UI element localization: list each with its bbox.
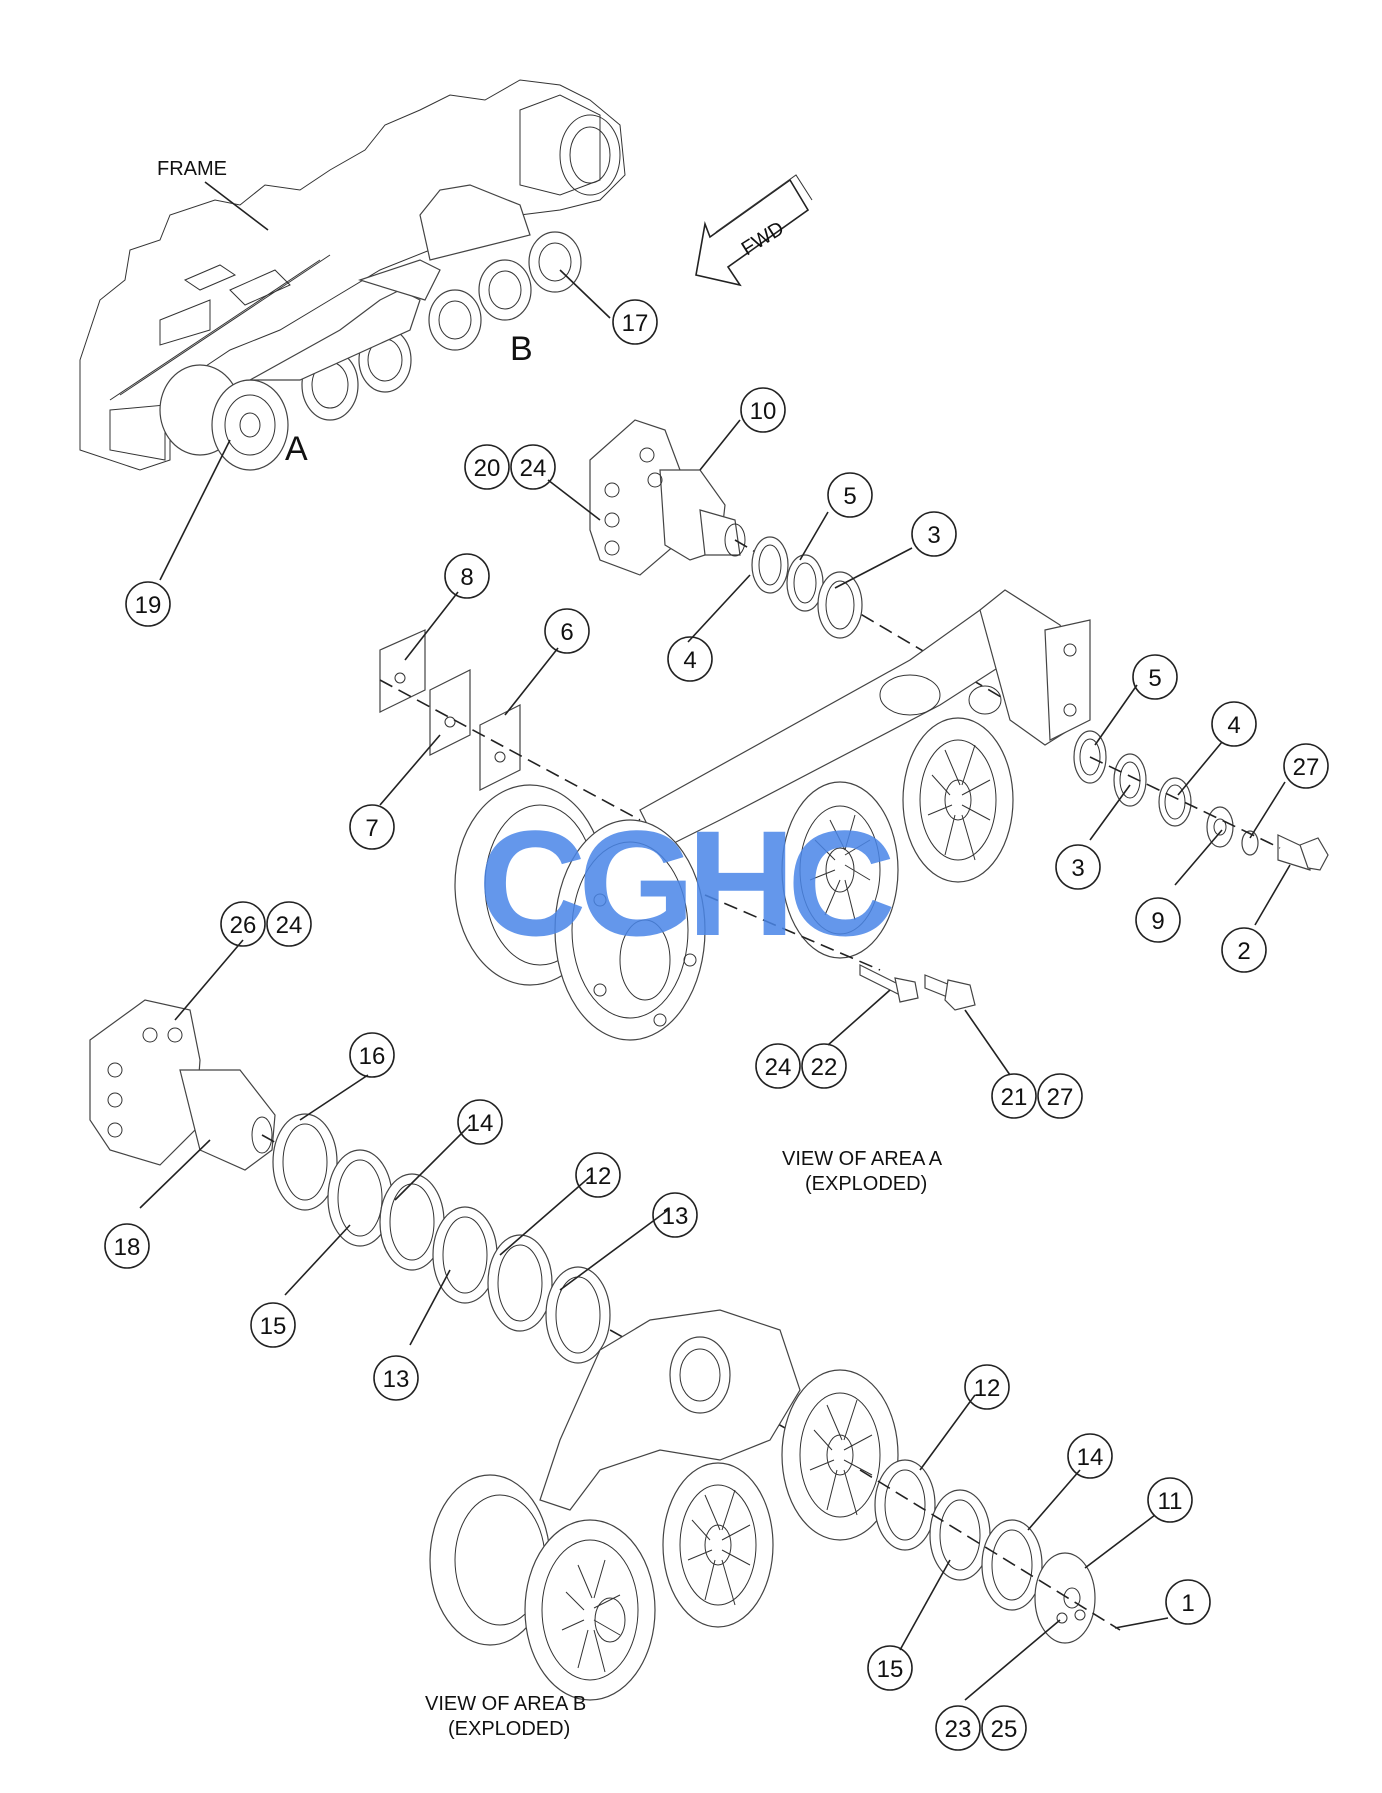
callout-27-b: 27 <box>1037 1073 1083 1119</box>
callout-3-b: 3 <box>1055 844 1101 890</box>
svg-text:24: 24 <box>765 1054 792 1081</box>
callout-6: 6 <box>544 608 590 654</box>
view-b-caption-line2: (EXPLODED) <box>448 1718 570 1740</box>
callout-4-b: 4 <box>1211 701 1257 747</box>
callout-21: 21 <box>991 1073 1037 1119</box>
callout-4-a: 4 <box>667 636 713 682</box>
view-b-caption-line1: VIEW OF AREA B <box>425 1693 586 1715</box>
callout-15-b: 15 <box>867 1645 913 1691</box>
fwd-arrow-icon <box>695 174 813 287</box>
callout-14-a: 14 <box>457 1099 503 1145</box>
svg-text:15: 15 <box>260 1313 287 1340</box>
svg-text:10: 10 <box>750 398 777 425</box>
svg-text:14: 14 <box>1077 1444 1104 1471</box>
watermark-logo: CGHC <box>478 799 900 967</box>
svg-text:22: 22 <box>811 1054 838 1081</box>
callout-12-b: 12 <box>964 1364 1010 1410</box>
callout-10: 10 <box>740 387 786 433</box>
svg-text:7: 7 <box>365 815 378 842</box>
callout-18: 18 <box>104 1223 150 1269</box>
callout-22: 22 <box>801 1043 847 1089</box>
callout-24-a: 24 <box>510 444 556 490</box>
callout-1: 1 <box>1165 1579 1211 1625</box>
callout-15-a: 15 <box>250 1302 296 1348</box>
svg-text:13: 13 <box>383 1366 410 1393</box>
callout-25: 25 <box>981 1705 1027 1751</box>
svg-text:6: 6 <box>560 619 573 646</box>
svg-text:17: 17 <box>622 310 649 337</box>
callout-8: 8 <box>444 553 490 599</box>
svg-text:14: 14 <box>467 1110 494 1137</box>
callout-5-a: 5 <box>827 472 873 518</box>
callout-12-a: 12 <box>575 1152 621 1198</box>
svg-text:27: 27 <box>1047 1084 1074 1111</box>
svg-text:5: 5 <box>843 483 856 510</box>
svg-text:24: 24 <box>276 912 303 939</box>
svg-text:5: 5 <box>1148 665 1161 692</box>
area-b-label: B <box>510 330 533 368</box>
callout-11: 11 <box>1147 1477 1193 1523</box>
callout-2: 2 <box>1221 927 1267 973</box>
svg-text:1: 1 <box>1181 1590 1194 1617</box>
callout-20: 20 <box>464 444 510 490</box>
callout-14-b: 14 <box>1067 1433 1113 1479</box>
callout-9: 9 <box>1135 897 1181 943</box>
callout-17: 17 <box>612 299 658 345</box>
callout-19: 19 <box>125 581 171 627</box>
callout-24-b: 24 <box>266 901 312 947</box>
frame-label: FRAME <box>157 158 227 180</box>
callout-13-b: 13 <box>373 1355 419 1401</box>
callout-7: 7 <box>349 804 395 850</box>
callout-3-a: 3 <box>911 511 957 557</box>
svg-text:4: 4 <box>683 647 696 674</box>
svg-text:15: 15 <box>877 1656 904 1683</box>
callout-13-a: 13 <box>652 1192 698 1238</box>
svg-text:4: 4 <box>1227 712 1240 739</box>
svg-text:13: 13 <box>662 1203 689 1230</box>
leader-lines <box>139 269 1291 1701</box>
frame-overview <box>79 79 626 471</box>
svg-text:12: 12 <box>974 1375 1001 1402</box>
svg-text:8: 8 <box>460 564 473 591</box>
fwd-label: FWD <box>738 217 788 260</box>
svg-text:25: 25 <box>991 1716 1018 1743</box>
area-b-assembly <box>89 999 1121 1701</box>
svg-text:26: 26 <box>230 912 257 939</box>
svg-text:18: 18 <box>114 1234 141 1261</box>
area-a-label: A <box>285 430 308 468</box>
callout-5-b: 5 <box>1132 654 1178 700</box>
view-a-caption-line1: VIEW OF AREA A <box>782 1148 943 1170</box>
svg-text:2: 2 <box>1237 938 1250 965</box>
svg-text:23: 23 <box>945 1716 972 1743</box>
svg-text:9: 9 <box>1151 908 1164 935</box>
svg-text:27: 27 <box>1293 754 1320 781</box>
svg-text:21: 21 <box>1001 1084 1028 1111</box>
view-a-caption-line2: (EXPLODED) <box>805 1173 927 1195</box>
callout-27-a: 27 <box>1283 743 1329 789</box>
svg-text:24: 24 <box>520 455 547 482</box>
svg-text:19: 19 <box>135 592 162 619</box>
callout-24-c: 24 <box>755 1043 801 1089</box>
callout-23: 23 <box>935 1705 981 1751</box>
watermark-text: CGHC <box>478 799 892 967</box>
callout-26: 26 <box>220 901 266 947</box>
svg-text:11: 11 <box>1158 1488 1183 1515</box>
svg-text:3: 3 <box>927 522 940 549</box>
svg-text:16: 16 <box>359 1043 386 1070</box>
svg-text:12: 12 <box>585 1163 612 1190</box>
svg-text:3: 3 <box>1071 855 1084 882</box>
callout-16: 16 <box>349 1032 395 1078</box>
svg-text:20: 20 <box>474 455 501 482</box>
